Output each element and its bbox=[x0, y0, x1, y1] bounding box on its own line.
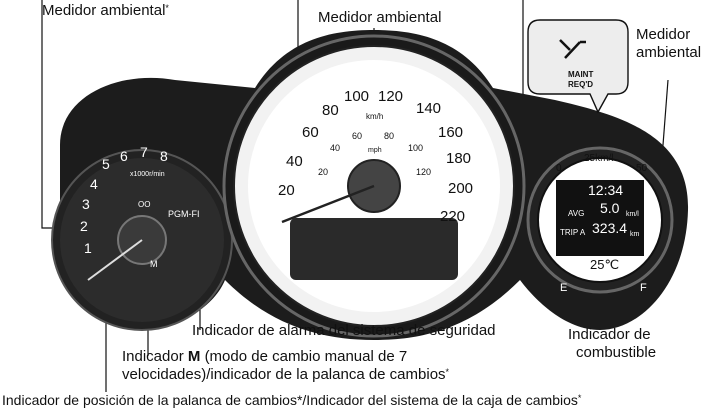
kmh-unit: km/h bbox=[366, 112, 384, 121]
display-trip-value: 323.4 bbox=[592, 220, 628, 236]
kmh-160: 160 bbox=[438, 124, 464, 141]
label-ambient-right-2: ambiental bbox=[636, 44, 702, 61]
tach-tick-5: 5 bbox=[102, 156, 110, 172]
callout-bubble bbox=[527, 19, 629, 114]
display-trip-unit: km bbox=[630, 231, 640, 238]
label-m-line2: velocidades)/indicador de la palanca de … bbox=[122, 366, 450, 383]
display-avg-value: 5.0 bbox=[600, 200, 620, 216]
label-fuel-2: combustible bbox=[576, 344, 657, 361]
mph-80: 80 bbox=[384, 131, 395, 141]
label-ambient-right-1: Medidor bbox=[636, 26, 691, 43]
kmh-40: 40 bbox=[286, 153, 303, 170]
speedometer bbox=[222, 34, 526, 338]
display-scale-0: 0 bbox=[556, 163, 562, 174]
kmh-60: 60 bbox=[302, 124, 319, 141]
label-security: Indicador de alarma del sistema de segur… bbox=[192, 322, 496, 339]
gear-m: M bbox=[150, 259, 158, 269]
tach-unit: x1000r/min bbox=[130, 171, 165, 178]
tach-tick-4: 4 bbox=[90, 176, 98, 192]
display-temp: 25℃ bbox=[590, 257, 620, 272]
fuel-e: E bbox=[560, 282, 568, 294]
mph-60: 60 bbox=[352, 131, 363, 141]
kmh-180: 180 bbox=[446, 150, 472, 167]
mph-100: 100 bbox=[408, 143, 424, 153]
maint-line2: REQ'D bbox=[568, 80, 594, 89]
leader-ambient-right bbox=[661, 79, 669, 159]
kmh-220: 220 bbox=[440, 208, 466, 225]
mph-120: 120 bbox=[416, 167, 432, 177]
display-clock: 12:34 bbox=[588, 182, 624, 198]
kmh-200: 200 bbox=[448, 180, 474, 197]
kmh-140: 140 bbox=[416, 100, 442, 117]
mph-40: 40 bbox=[330, 143, 341, 153]
label-fuel-1: Indicador de bbox=[568, 326, 651, 343]
tach-tick-6: 6 bbox=[120, 148, 128, 164]
tach-tick-3: 3 bbox=[82, 196, 90, 212]
label-ambient-center: Medidor ambiental bbox=[318, 9, 442, 26]
kmh-100: 100 bbox=[344, 88, 370, 105]
oo-label: OO bbox=[138, 200, 151, 209]
label-m-line1: Indicador M (modo de cambio manual de 7 bbox=[122, 348, 408, 365]
speed-needle bbox=[281, 184, 375, 224]
display-avg-unit: km/l bbox=[626, 211, 639, 218]
display-scale-50: 50 bbox=[636, 163, 648, 174]
tach-tick-2: 2 bbox=[80, 218, 88, 234]
tach-tick-1: 1 bbox=[84, 240, 92, 256]
label-bottom: Indicador de posición de la palanca de c… bbox=[2, 392, 582, 408]
display-avg: AVG bbox=[568, 209, 585, 218]
display-gauge bbox=[526, 146, 674, 294]
warning-panel bbox=[290, 218, 458, 280]
tach-tick-7: 7 bbox=[140, 144, 148, 160]
kmh-20: 20 bbox=[278, 182, 295, 199]
kmh-120: 120 bbox=[378, 88, 404, 105]
tach-needle bbox=[87, 239, 143, 281]
tach-tick-8: 8 bbox=[160, 148, 168, 164]
mph-unit: mph bbox=[368, 147, 382, 154]
label-ambient-left: Medidor ambiental* bbox=[42, 2, 169, 19]
display-ambient: 25km/l bbox=[584, 153, 614, 164]
kmh-80: 80 bbox=[322, 102, 339, 119]
display-trip: TRIP A bbox=[560, 228, 586, 237]
wrench-icon bbox=[559, 39, 586, 59]
maint-line1: MAINT bbox=[568, 70, 594, 79]
mph-20: 20 bbox=[318, 167, 329, 177]
fuel-f: F bbox=[640, 282, 647, 294]
tachometer bbox=[51, 149, 233, 331]
pgm-label: PGM-FI bbox=[168, 209, 200, 219]
lcd-panel bbox=[556, 180, 644, 256]
